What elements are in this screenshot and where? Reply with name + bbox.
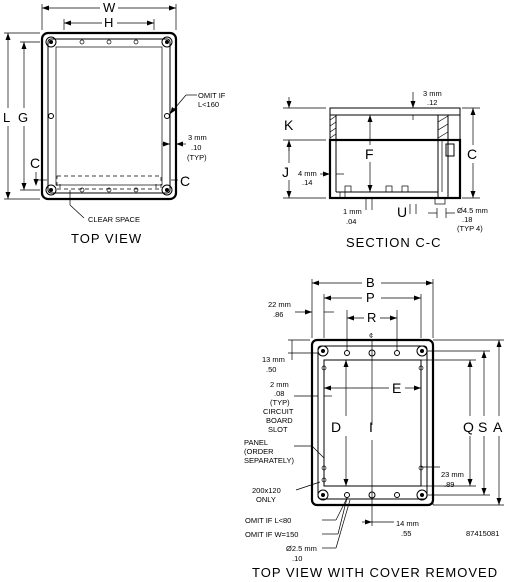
dim-p-label: P — [366, 290, 375, 305]
dim-r-label: R — [367, 310, 376, 325]
top-view-title: TOP VIEW — [71, 231, 142, 246]
dim-c-right-label: C — [180, 173, 190, 189]
sec-4mm-line1: 4 mm — [298, 169, 317, 178]
section-view: K J F C 3 mm .12 4 mm .14 — [282, 89, 488, 250]
sec-dia-line3: (TYP 4) — [457, 224, 483, 233]
cr-omit-l: OMIT IF L<80 — [245, 516, 291, 525]
dim-d-label: D — [331, 419, 341, 435]
dim-f-label: F — [365, 146, 374, 162]
sec-3mm-line2: .12 — [427, 98, 437, 107]
top-3mm-line2: .10 — [191, 143, 201, 152]
sec-dia-line2: .18 — [462, 215, 472, 224]
dim-c-section-label: C — [467, 146, 477, 162]
dim-h-label: H — [104, 15, 113, 30]
sec-3mm-line1: 3 mm — [423, 89, 442, 98]
dim-a-label: A — [493, 419, 503, 435]
clear-space-note: CLEAR SPACE — [88, 215, 140, 224]
omit-note-line2: L<160 — [198, 100, 219, 109]
dim-w-label: W — [103, 0, 116, 15]
cr-13mm-line1: 13 mm — [262, 355, 285, 364]
top-view-outline — [40, 31, 178, 201]
sec-1mm-line1: 1 mm — [343, 207, 362, 216]
cr-200-line1: 200x120 — [252, 486, 281, 495]
top-view: W H L — [3, 0, 226, 246]
dim-c-left-label: C — [30, 155, 40, 171]
corner-screws — [45, 36, 173, 196]
cr-slot-line3: (TYP) — [270, 398, 290, 407]
cr-14mm-line1: 14 mm — [396, 519, 419, 528]
sec-dia-line1: Ø4.5 mm — [457, 206, 488, 215]
dim-l-label: L — [3, 110, 10, 125]
cr-panel-line3: SEPARATELY) — [244, 456, 295, 465]
cr-23mm-line2: .89 — [444, 480, 454, 489]
cr-14mm-line2: .55 — [401, 529, 411, 538]
cr-panel-line1: PANEL — [244, 438, 268, 447]
top-3mm-line3: (TYP) — [187, 153, 207, 162]
sec-1mm-line2: .04 — [346, 217, 356, 226]
dim-k-label: K — [284, 117, 294, 133]
cr-23mm-line1: 23 mm — [441, 470, 464, 479]
base-screws — [317, 345, 428, 501]
cr-slot-line6: SLOT — [268, 425, 288, 434]
cr-slot-line5: BOARD — [266, 416, 293, 425]
cover-removed-title: TOP VIEW WITH COVER REMOVED — [252, 565, 498, 580]
cr-22mm-line1: 22 mm — [268, 300, 291, 309]
dim-u-label: U — [397, 204, 407, 220]
cr-dia-line2: .10 — [292, 554, 302, 563]
dim-i-label: I — [369, 419, 373, 435]
cr-slot-line1: 2 mm — [270, 380, 289, 389]
centerline-symbol: ¢ — [369, 331, 373, 340]
cr-dia-line1: Ø2.5 mm — [286, 544, 317, 553]
section-body — [328, 138, 462, 200]
section-title: SECTION C-C — [346, 235, 442, 250]
cr-slot-line2: .08 — [274, 389, 284, 398]
omit-note-line1: OMIT IF — [198, 91, 226, 100]
part-number: 87415081 — [466, 529, 499, 538]
dim-b-label: B — [366, 275, 375, 290]
cr-slot-line4: CIRCUIT — [263, 407, 294, 416]
cr-200-line2: ONLY — [256, 495, 276, 504]
base-outline — [310, 338, 435, 507]
cr-omit-w: OMIT IF W=150 — [245, 530, 298, 539]
dim-j-label: J — [282, 164, 289, 180]
top-3mm-line1: 3 mm — [188, 133, 207, 142]
dim-q-label: Q — [463, 419, 474, 435]
sec-4mm-line2: .14 — [302, 178, 312, 187]
dim-g-label: G — [18, 110, 28, 125]
dim-e-label: E — [392, 380, 401, 396]
cr-panel-line2: (ORDER — [244, 447, 274, 456]
cr-22mm-line2: .86 — [273, 310, 283, 319]
cr-13mm-line2: .50 — [266, 365, 276, 374]
cover-removed-view: B P R ¢ — [244, 275, 504, 580]
dim-s-label: S — [478, 419, 487, 435]
